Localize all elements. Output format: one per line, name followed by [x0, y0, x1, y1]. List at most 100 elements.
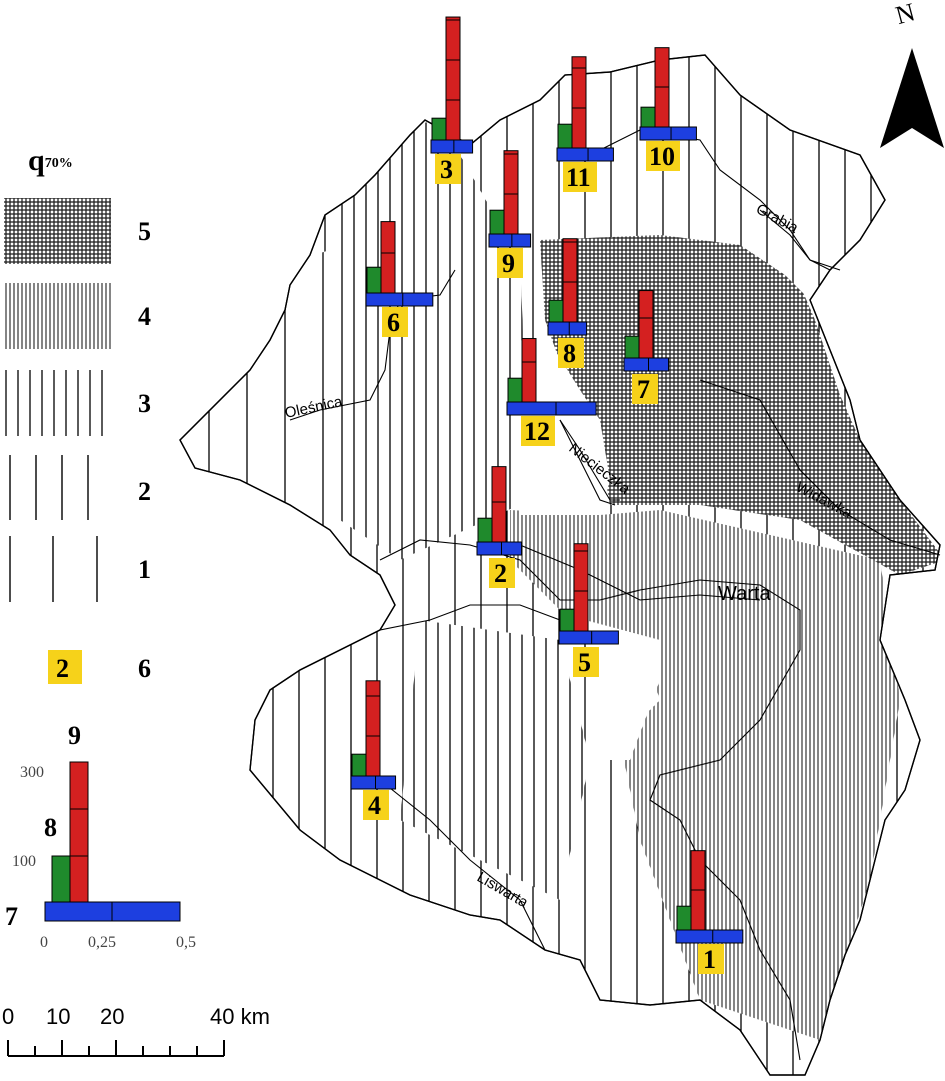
legend-key-red-number: 9: [68, 721, 81, 750]
river-label-warta: Warta: [718, 583, 771, 605]
legend-swatch-1: [9, 536, 98, 602]
legend-station-number: 6: [138, 654, 151, 683]
legend-title-sub: 70%: [45, 156, 73, 171]
scale-tick-20: 20: [100, 1004, 124, 1029]
station-4-blue-bar: [350, 775, 397, 790]
station-8-label: 8: [563, 339, 576, 368]
legend-title: q70%: [28, 144, 73, 177]
station-9-green-bar: [489, 209, 505, 235]
legend-class-5-number: 5: [138, 217, 151, 246]
north-arrow-icon: N: [880, 0, 944, 148]
station-6-green-bar: [366, 266, 382, 294]
station-2-green-bar: [477, 517, 493, 543]
station-5-label: 5: [578, 648, 591, 677]
north-label: N: [892, 0, 918, 30]
legend-key-ytick-100: 100: [12, 853, 36, 870]
legend-class-2-number: 2: [138, 477, 151, 506]
station-3-blue-bar: [430, 139, 474, 154]
legend-key-xtick-05: 0,5: [176, 934, 196, 951]
station-5: 5: [558, 543, 619, 677]
station-3-green-bar: [431, 117, 447, 141]
station-7: 7: [623, 290, 670, 404]
station-10-label: 10: [649, 142, 675, 171]
station-9-label: 9: [502, 249, 515, 278]
scale-bar: 0 10 20 40 km: [2, 1004, 270, 1057]
station-9: 9: [488, 150, 532, 278]
station-5-badge: [573, 647, 599, 677]
station-4-red-bar: [365, 680, 381, 777]
station-3-badge: [435, 154, 461, 184]
legend-key-ytick-300: 300: [20, 764, 44, 781]
station-1-label: 1: [703, 945, 716, 974]
station-2-label: 2: [494, 559, 507, 588]
station-10-badge: [646, 141, 680, 171]
station-12-blue-bar: [506, 401, 597, 416]
station-7-red-bar: [638, 290, 654, 359]
station-4-label: 4: [368, 791, 381, 820]
basin-outline: [179, 54, 941, 1076]
station-1-green-bar: [676, 905, 692, 931]
legend-station-badge: [48, 650, 82, 684]
station-6-label: 6: [387, 308, 400, 337]
legend-swatch-3: [4, 370, 111, 436]
scale-tick-10: 10: [46, 1004, 70, 1029]
station-2-blue-bar: [476, 541, 523, 556]
station-6-badge: [382, 307, 408, 337]
station-6-red-bar: [380, 221, 396, 294]
scale-tick-0: 0: [2, 1004, 14, 1029]
station-5-green-bar: [559, 608, 575, 632]
station-7-label: 7: [637, 375, 650, 404]
legend-key-xtick-0: 0: [40, 934, 48, 951]
station-11-badge: [563, 162, 597, 192]
scale-tick-40: 40 km: [210, 1004, 270, 1029]
station-9-blue-bar: [488, 233, 532, 248]
station-3: 3: [430, 16, 474, 184]
legend-key-xtick-025: 0,25: [88, 934, 116, 951]
legend: q70% 5 4 3 2 1 2 6 9 8 7: [4, 144, 196, 951]
station-6: 6: [365, 221, 434, 337]
station-1-blue-bar: [675, 929, 744, 944]
station-12-red-bar: [521, 338, 537, 403]
legend-station-badge-sample: 2: [56, 654, 69, 683]
legend-bar-key: 9 8 7 300 100 0 0,25 0,5: [5, 721, 196, 951]
station-3-red-bar: [445, 16, 461, 141]
station-3-label: 3: [440, 155, 453, 184]
station-12-badge: [521, 416, 555, 446]
station-8: 8: [547, 238, 588, 368]
station-11-red-bar: [571, 56, 587, 149]
legend-key-green-number: 8: [44, 813, 57, 842]
rivers: [289, 209, 941, 951]
legend-class-1-number: 1: [138, 555, 151, 584]
station-2: 2: [476, 466, 523, 588]
station-7-badge: [632, 374, 658, 404]
station-1: 1: [675, 850, 744, 974]
station-5-red-bar: [573, 543, 589, 632]
station-8-badge: [558, 338, 584, 368]
station-9-red-bar: [503, 150, 519, 235]
station-4: 4: [350, 680, 397, 820]
station-2-red-bar: [491, 466, 507, 543]
station-11-label: 11: [566, 163, 591, 192]
station-12: 12: [506, 338, 597, 446]
station-7-blue-bar: [623, 357, 670, 372]
legend-key-blue-number: 7: [5, 902, 18, 931]
station-12-label: 12: [524, 417, 550, 446]
station-8-red-bar: [562, 238, 578, 323]
station-8-green-bar: [548, 299, 564, 323]
station-9-badge: [497, 248, 523, 278]
station-10-green-bar: [640, 106, 656, 128]
station-6-blue-bar: [365, 292, 434, 307]
legend-title-main: q: [28, 144, 45, 177]
station-1-badge: [698, 944, 724, 974]
legend-class-3-number: 3: [138, 389, 151, 418]
legend-class-4-number: 4: [138, 302, 151, 331]
legend-swatch-5: [4, 198, 111, 264]
station-8-blue-bar: [547, 321, 588, 336]
station-11: 11: [556, 56, 614, 192]
station-2-badge: [489, 558, 515, 588]
station-10-blue-bar: [639, 126, 697, 141]
station-4-green-bar: [351, 753, 367, 777]
legend-swatch-2: [9, 455, 89, 520]
station-11-blue-bar: [556, 147, 614, 162]
